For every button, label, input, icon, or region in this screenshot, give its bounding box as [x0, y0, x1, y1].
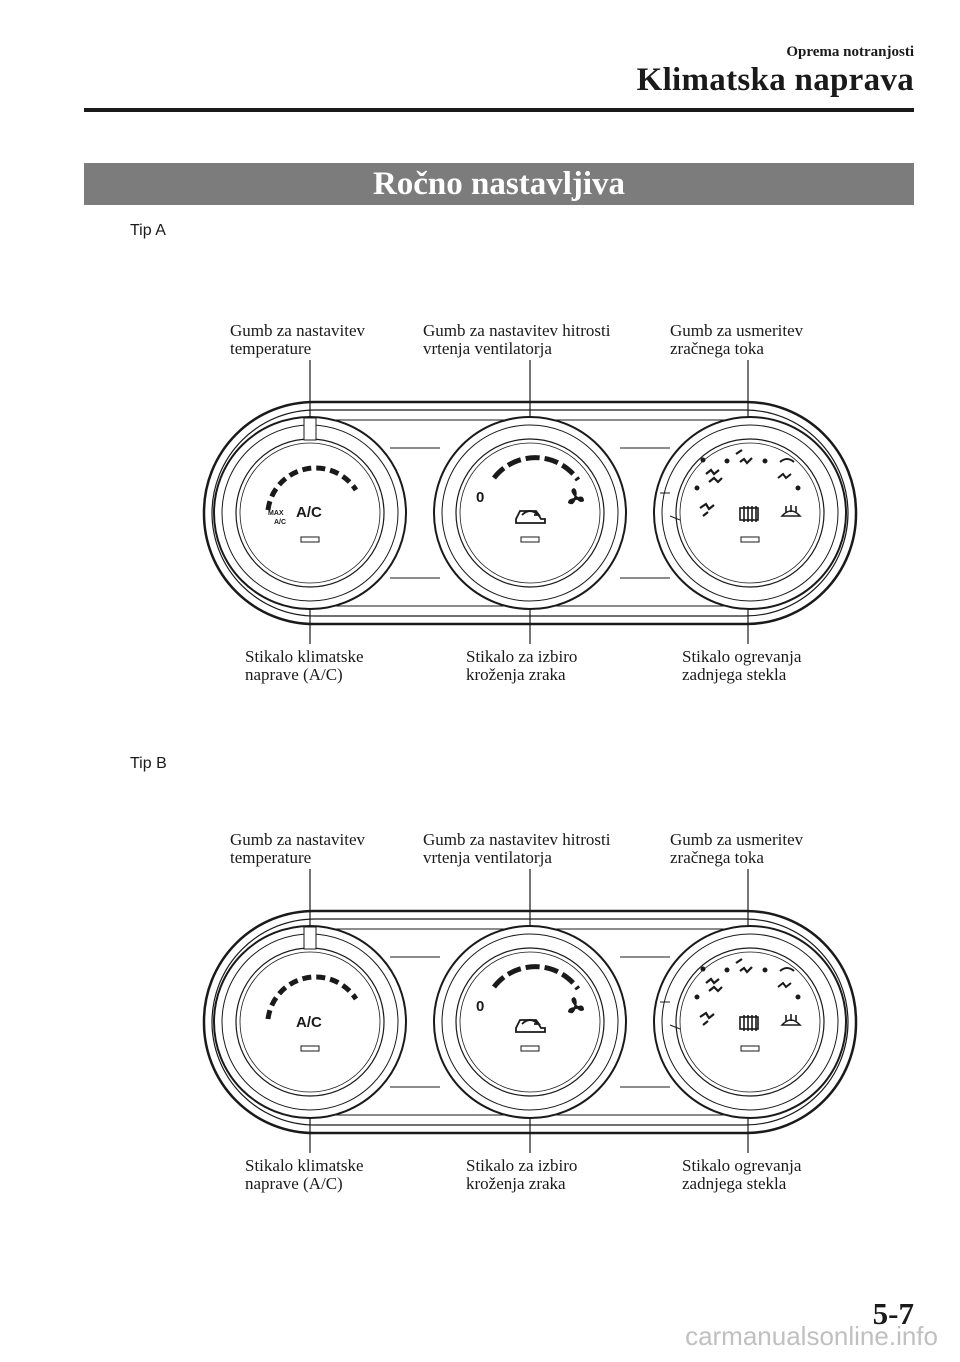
fan-speed-knob[interactable]	[433, 925, 627, 1119]
max-ac-label: MAX	[268, 510, 284, 517]
section-title: Oprema notranjosti	[786, 44, 914, 60]
header-rule	[84, 108, 914, 112]
tip-b-control-panel: A/C 0	[200, 907, 860, 1137]
tip-a-label: Tip A	[130, 222, 166, 239]
rear-defroster-switch[interactable]	[739, 1015, 759, 1031]
vent-bilevel-icon	[705, 977, 723, 993]
tip-b-label: Tip B	[130, 755, 167, 772]
tip-a-control-panel: A/C MAX A/C 0	[200, 398, 860, 628]
windshield-defrost-icon	[780, 1014, 802, 1026]
ac-switch[interactable]: A/C	[296, 504, 322, 521]
vent-floor-icon	[699, 502, 715, 517]
fan-zero-label: 0	[476, 998, 484, 1015]
vent-bilevel-icon	[705, 468, 723, 484]
vent-floor-defrost-icon	[777, 967, 795, 989]
vent-face-icon	[735, 449, 753, 465]
temperature-knob[interactable]	[213, 925, 407, 1119]
page-number: 5-7	[872, 1296, 914, 1331]
ac-switch[interactable]: A/C	[296, 1014, 322, 1031]
airflow-mode-knob[interactable]	[653, 416, 847, 610]
recirculation-switch[interactable]	[515, 1019, 546, 1033]
rear-defroster-switch[interactable]	[739, 506, 759, 522]
vent-face-icon	[735, 958, 753, 974]
airflow-mode-knob[interactable]	[653, 925, 847, 1119]
vent-floor-icon	[699, 1011, 715, 1026]
chapter-title: Klimatska naprava	[636, 62, 914, 98]
section-banner: Ročno nastavljiva	[84, 163, 914, 205]
fan-zero-label: 0	[476, 489, 484, 506]
fan-icon	[568, 997, 584, 1014]
vent-floor-defrost-icon	[777, 458, 795, 480]
tip-a-leader-lines	[309, 360, 749, 644]
watermark: carmanualsonline.info	[685, 1321, 938, 1351]
max-ac-sub-label: A/C	[274, 519, 286, 526]
temperature-knob[interactable]	[213, 416, 407, 610]
recirculation-switch[interactable]	[515, 510, 546, 524]
fan-speed-knob[interactable]	[433, 416, 627, 610]
windshield-defrost-icon	[780, 505, 802, 517]
fan-icon	[568, 488, 584, 505]
